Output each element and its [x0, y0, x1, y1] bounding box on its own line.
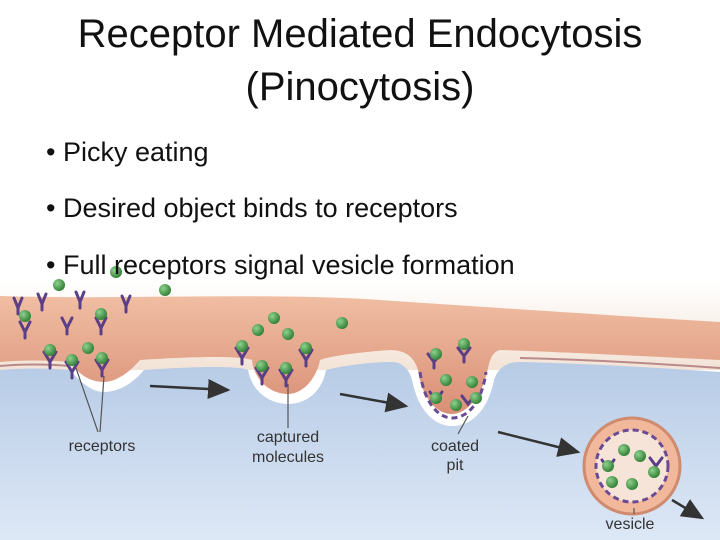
cytoplasm	[0, 362, 720, 540]
molecule-icon	[95, 308, 107, 320]
receptor-icon	[94, 316, 108, 336]
receptor-icon	[234, 346, 250, 366]
receptor-icon	[254, 366, 270, 386]
molecule-icon	[466, 376, 478, 388]
receptor-icon	[94, 358, 110, 378]
slide-title-line1: Receptor Mediated Endocytosis	[77, 12, 643, 56]
arrow-icon	[339, 392, 409, 413]
molecule-icon	[336, 317, 348, 329]
molecule-icon	[280, 362, 292, 374]
receptor-icon	[298, 348, 314, 368]
molecule-icon	[470, 392, 482, 404]
molecule-group	[19, 266, 660, 490]
bullet-item: • Full receptors signal vesicle formatio…	[46, 250, 515, 280]
molecule-icon	[66, 354, 78, 366]
receptor-icon	[60, 316, 74, 336]
molecule-icon	[53, 279, 65, 291]
arrow-icon	[149, 378, 231, 399]
receptor-icon	[120, 294, 132, 314]
label-captured-line1: captured	[257, 429, 319, 446]
molecule-icon	[430, 348, 442, 360]
molecule-icon	[159, 284, 171, 296]
molecule-icon	[236, 340, 248, 352]
molecule-icon	[300, 342, 312, 354]
receptor-icon	[36, 292, 48, 312]
plasma-membrane	[0, 296, 720, 414]
label-pointers	[75, 367, 635, 514]
receptor-icon	[456, 346, 472, 364]
molecule-icon	[626, 478, 638, 490]
receptor-icon	[64, 360, 80, 380]
vesicle-shape	[582, 416, 682, 516]
bullet-item: • Desired object binds to receptors	[46, 193, 458, 223]
molecule-icon	[110, 266, 122, 278]
receptor-icon	[278, 368, 294, 388]
molecule-icon	[268, 312, 280, 324]
molecule-icon	[648, 466, 660, 478]
molecule-icon	[19, 310, 31, 322]
arrow-icon	[497, 430, 581, 457]
receptor-icon	[42, 350, 58, 370]
molecule-icon	[282, 328, 294, 340]
molecule-icon	[44, 344, 56, 356]
receptor-group	[12, 290, 664, 471]
molecule-icon	[440, 374, 452, 386]
molecule-icon	[256, 360, 268, 372]
molecule-icon	[606, 476, 618, 488]
receptor-icon	[648, 456, 664, 469]
slide-title-line2: (Pinocytosis)	[245, 65, 475, 109]
molecule-icon	[430, 392, 442, 404]
label-receptors: receptors	[69, 438, 136, 455]
molecule-icon	[602, 460, 614, 472]
label-vesicle: vesicle	[606, 516, 655, 533]
label-coated-line2: pit	[447, 457, 464, 474]
process-arrows	[149, 378, 705, 520]
molecule-icon	[450, 399, 462, 411]
receptor-icon	[12, 296, 24, 316]
label-coated-line1: coated	[431, 438, 479, 455]
receptor-icon	[74, 290, 86, 310]
molecule-icon	[96, 352, 108, 364]
molecule-icon	[252, 324, 264, 336]
coated-pit-coat	[418, 371, 488, 420]
bullet-item: • Picky eating	[46, 137, 209, 167]
molecule-icon	[634, 450, 646, 462]
molecule-icon	[618, 444, 630, 456]
molecule-icon	[82, 342, 94, 354]
label-captured-line2: molecules	[252, 449, 324, 466]
molecule-icon	[458, 338, 470, 350]
receptor-icon	[18, 320, 32, 340]
arrow-icon	[671, 498, 705, 520]
